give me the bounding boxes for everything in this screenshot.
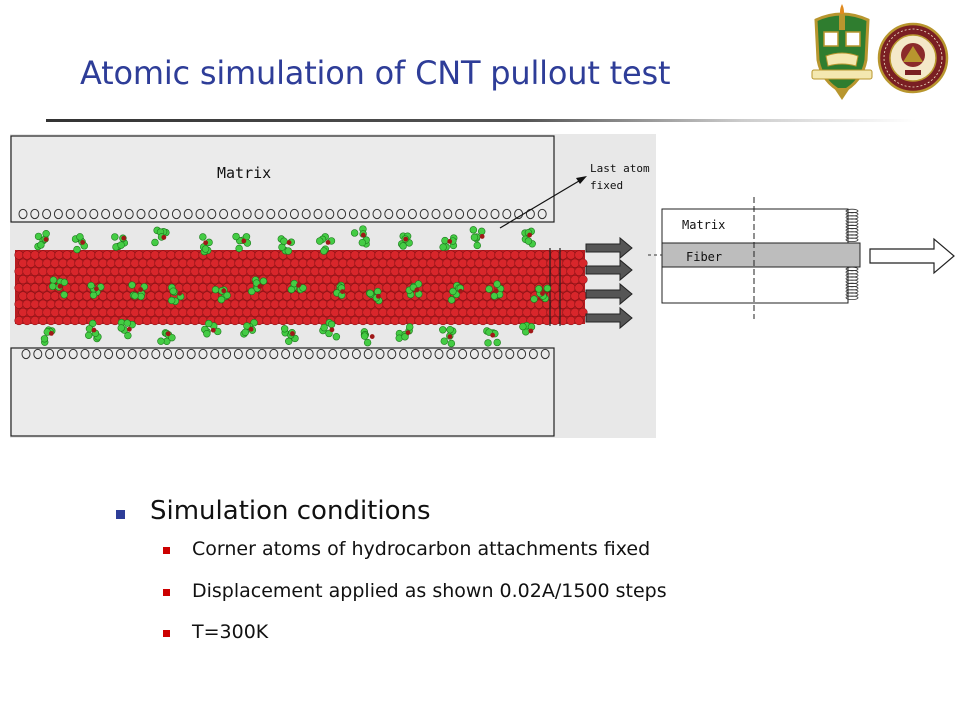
simulation-figure: Matrix Last atom fixed: [10, 134, 656, 438]
pull-direction-arrow: [869, 237, 955, 275]
university-seal-logo: [877, 22, 949, 94]
hydrocarbon-attachments: [34, 225, 552, 348]
bullet-item: T=300K: [192, 621, 269, 643]
lower-matrix-block: [10, 347, 555, 437]
pull-arrows: [585, 236, 633, 330]
college-crest-logo: [811, 4, 873, 100]
schematic-fiber: [661, 242, 861, 268]
level2-bullet-marker: [163, 547, 170, 554]
level2-bullet-marker: [163, 630, 170, 637]
level2-bullet-marker: [163, 589, 170, 596]
bullet-heading: Simulation conditions: [150, 496, 431, 526]
spring-bottom: [845, 266, 859, 300]
level1-bullet-marker: [116, 510, 125, 519]
callout-label-line2: fixed: [590, 179, 623, 192]
bullet-item: Displacement applied as shown 0.02A/1500…: [192, 580, 667, 602]
callout-label-line1: Last atom: [590, 162, 650, 175]
callout-arrow-line: [499, 177, 585, 229]
bottom-atom-row: [21, 348, 550, 360]
title-rule: [46, 119, 916, 122]
pullout-schematic: Matrix Fiber: [648, 197, 955, 319]
slide-title: Atomic simulation of CNT pullout test: [80, 54, 671, 92]
upper-matrix-block: [10, 135, 555, 223]
top-atom-row: [18, 208, 547, 220]
schematic-matrix-label: Matrix: [682, 218, 725, 232]
matrix-label: Matrix: [217, 164, 271, 182]
bullet-item: Corner atoms of hydrocarbon attachments …: [192, 538, 651, 560]
spring-top: [845, 208, 859, 242]
callout-arrowhead: [576, 176, 587, 184]
schematic-fiber-label: Fiber: [686, 250, 722, 264]
